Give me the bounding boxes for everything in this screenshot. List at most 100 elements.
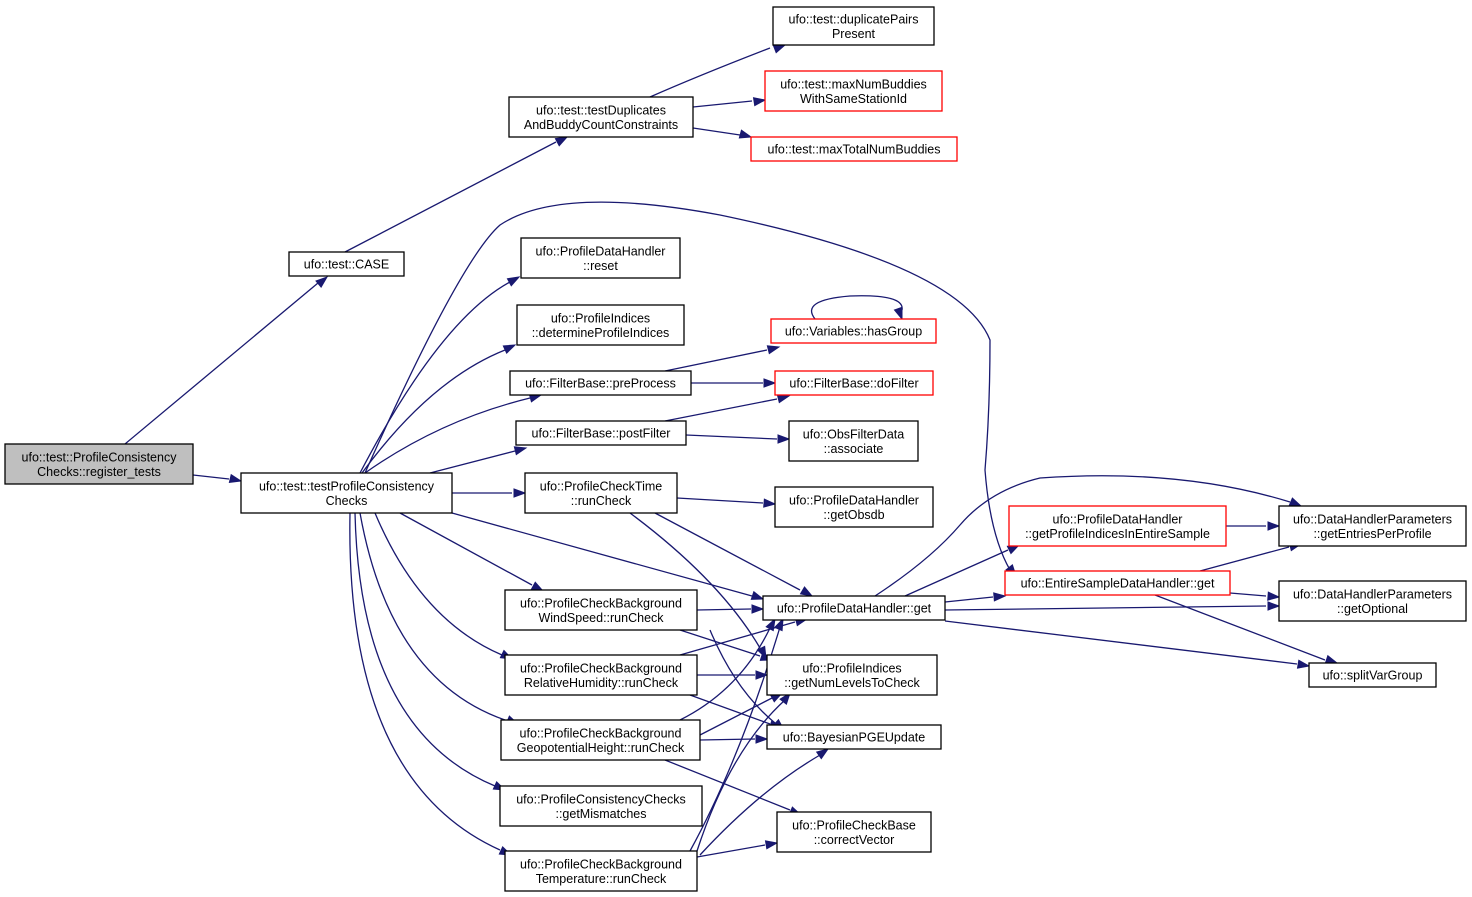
- node-label: ufo::DataHandlerParameters: [1293, 587, 1452, 601]
- arrowhead-icon: [766, 345, 781, 355]
- node-label: ufo::ProfileCheckBackground: [520, 596, 682, 610]
- node-box: [524, 472, 678, 514]
- node-label: ufo::ProfileDataHandler: [789, 493, 919, 507]
- arrowhead-icon: [815, 748, 830, 760]
- call-edge-register_tests-to-case: [124, 276, 329, 445]
- node-getEntries[interactable]: ufo::DataHandlerParameters::getEntriesPe…: [1278, 505, 1467, 547]
- node-box: [520, 237, 681, 279]
- node-bayes[interactable]: ufo::BayesianPGEUpdate: [766, 724, 942, 750]
- call-edge-testPCC-to-pctRun: [452, 488, 527, 498]
- call-edge-pcbTemp-to-correctVector: [696, 840, 779, 858]
- node-getOptional[interactable]: ufo::DataHandlerParameters::getOptional: [1278, 580, 1467, 622]
- edge-line: [124, 282, 319, 445]
- edge-line: [685, 434, 778, 440]
- node-getPIIES[interactable]: ufo::ProfileDataHandler::getProfileIndic…: [1008, 505, 1227, 547]
- edge-line: [354, 512, 496, 787]
- node-testDup[interactable]: ufo::test::testDuplicatesAndBuddyCountCo…: [508, 96, 694, 138]
- call-edge-case-to-testDup: [344, 136, 569, 253]
- node-label: ::getMismatches: [555, 807, 646, 821]
- node-box: [788, 420, 919, 462]
- edge-line: [874, 475, 1291, 597]
- edge-line: [359, 281, 511, 474]
- node-label: ufo::ProfileDataHandler: [1053, 512, 1183, 526]
- call-edge-testDup-to-maxBuddiesSame: [692, 97, 767, 108]
- node-box: [774, 486, 934, 528]
- node-pdhReset[interactable]: ufo::ProfileDataHandler::reset: [520, 237, 681, 279]
- node-pcbGeo[interactable]: ufo::ProfileCheckBackgroundGeopotentialH…: [500, 719, 701, 761]
- edge-line: [696, 608, 752, 611]
- edge-line: [944, 620, 1298, 665]
- node-piDetermine[interactable]: ufo::ProfileIndices::determineProfileInd…: [516, 304, 685, 346]
- call-edge-pcbGeo-to-pdhGet: [679, 617, 776, 721]
- call-edge-testPCC-to-pcbWind: [399, 512, 545, 592]
- call-edge-pctRun-to-getObsdb: [676, 497, 777, 508]
- node-label: ufo::test::maxNumBuddies: [780, 77, 927, 91]
- node-label: ::getObsdb: [823, 508, 884, 522]
- node-label: ufo::ProfileIndices: [802, 661, 901, 675]
- node-pcbRH[interactable]: ufo::ProfileCheckBackgroundRelativeHumid…: [504, 654, 698, 696]
- node-maxTotal[interactable]: ufo::test::maxTotalNumBuddies: [750, 136, 958, 162]
- arrowhead-icon: [779, 691, 791, 705]
- node-label: Checks::register_tests: [37, 465, 161, 479]
- call-edge-testPCC-to-pcbRH: [374, 512, 514, 660]
- call-edge-preProcess-to-doFilter: [691, 378, 777, 388]
- node-getMismatches[interactable]: ufo::ProfileConsistencyChecks::getMismat…: [499, 785, 703, 827]
- node-doFilter[interactable]: ufo::FilterBase::doFilter: [774, 370, 934, 396]
- call-edge-testPCC-to-postFilter: [429, 446, 528, 474]
- node-getNumLevels[interactable]: ufo::ProfileIndices::getNumLevelsToCheck: [766, 654, 938, 696]
- edge-line: [649, 47, 771, 98]
- call-edge-testPCC-to-getMismatches: [354, 512, 507, 791]
- node-correctVector[interactable]: ufo::ProfileCheckBase::correctVector: [776, 811, 932, 853]
- node-associate[interactable]: ufo::ObsFilterData::associate: [788, 420, 919, 462]
- node-register_tests[interactable]: ufo::test::ProfileConsistencyChecks::reg…: [4, 443, 194, 485]
- node-label: ufo::FilterBase::postFilter: [532, 427, 671, 441]
- node-label: ufo::DataHandlerParameters: [1293, 512, 1452, 526]
- node-preProcess[interactable]: ufo::FilterBase::preProcess: [509, 370, 692, 396]
- node-label: ufo::ProfileCheckBackground: [520, 661, 682, 675]
- node-pcbTemp[interactable]: ufo::ProfileCheckBackgroundTemperature::…: [504, 850, 698, 892]
- edge-line: [374, 512, 503, 656]
- node-label: ufo::EntireSampleDataHandler::get: [1021, 577, 1215, 591]
- node-box: [774, 370, 934, 396]
- node-splitVar[interactable]: ufo::splitVarGroup: [1308, 662, 1437, 688]
- node-label: ::associate: [824, 442, 884, 456]
- node-label: ufo::ProfileCheckBase: [792, 818, 916, 832]
- node-maxBuddiesSame[interactable]: ufo::test::maxNumBuddiesWithSameStationI…: [764, 70, 943, 112]
- node-hasGroup[interactable]: ufo::Variables::hasGroup: [770, 318, 937, 344]
- edge-line: [679, 627, 771, 721]
- arrowhead-icon: [750, 590, 765, 600]
- node-label: ufo::ProfileDataHandler::get: [777, 602, 932, 616]
- edge-line: [349, 512, 501, 851]
- call-edge-pctRun-to-pdhGet: [654, 512, 814, 597]
- node-box: [515, 420, 687, 446]
- node-label: ufo::Variables::hasGroup: [785, 325, 922, 339]
- node-getObsdb[interactable]: ufo::ProfileDataHandler::getObsdb: [774, 486, 934, 528]
- node-label: ufo::FilterBase::doFilter: [789, 377, 918, 391]
- node-pcbWind[interactable]: ufo::ProfileCheckBackgroundWindSpeed::ru…: [504, 589, 698, 631]
- node-label: ufo::test::maxTotalNumBuddies: [768, 143, 941, 157]
- node-label: ufo::BayesianPGEUpdate: [783, 731, 925, 745]
- node-case[interactable]: ufo::test::CASE: [288, 251, 405, 277]
- arrowhead-icon: [773, 617, 784, 632]
- node-label: ::getOptional: [1337, 602, 1408, 616]
- arrowhead-icon: [763, 378, 777, 388]
- node-postFilter[interactable]: ufo::FilterBase::postFilter: [515, 420, 687, 446]
- arrowhead-icon: [752, 97, 767, 107]
- node-label: ufo::splitVarGroup: [1323, 669, 1423, 683]
- node-pdhGet[interactable]: ufo::ProfileDataHandler::get: [762, 595, 946, 621]
- edge-line: [944, 596, 994, 603]
- call-edge-pdhGet-to-getPIIES: [904, 544, 1021, 597]
- edge-line: [810, 295, 903, 320]
- node-box: [504, 654, 698, 696]
- call-edge-postFilter-to-associate: [685, 434, 791, 444]
- node-esdhGet[interactable]: ufo::EntireSampleDataHandler::get: [1004, 570, 1231, 596]
- call-edge-pcbGeo-to-bayes: [699, 734, 769, 744]
- edge-line: [699, 697, 773, 736]
- node-pctRun[interactable]: ufo::ProfileCheckTime::runCheck: [524, 472, 678, 514]
- arrowhead-icon: [751, 604, 765, 614]
- call-edge-pdhGet-to-splitVar: [944, 620, 1311, 669]
- call-edge-postFilter-to-doFilter: [664, 394, 791, 422]
